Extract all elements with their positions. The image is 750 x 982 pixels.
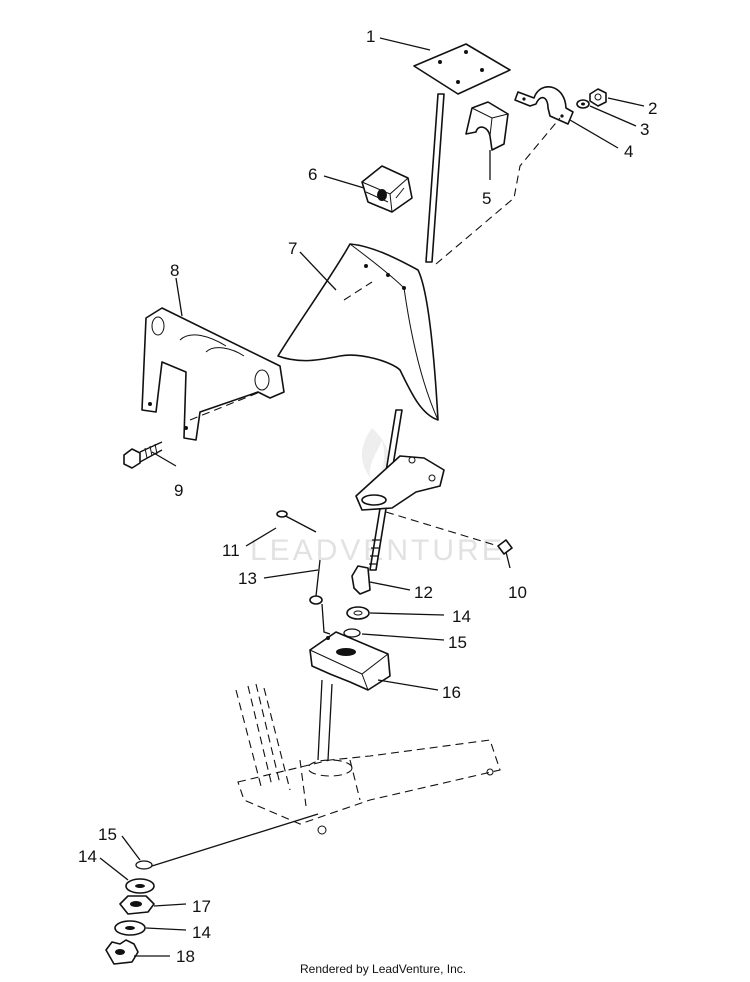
callout-12: 12 bbox=[414, 583, 433, 602]
callout-14-lower-a: 14 bbox=[78, 847, 97, 866]
support-block-part-16 bbox=[309, 631, 391, 691]
callout-10: 10 bbox=[508, 583, 527, 602]
bracket-part-8 bbox=[141, 307, 285, 441]
ring-part-15-upper bbox=[343, 628, 361, 638]
pin-part-13 bbox=[309, 559, 323, 605]
nut-part-17 bbox=[119, 895, 155, 915]
callout-17: 17 bbox=[192, 897, 211, 916]
column-cover bbox=[277, 243, 439, 421]
callout-15-upper: 15 bbox=[448, 633, 467, 652]
castle-nut-part-18 bbox=[105, 939, 139, 965]
flame-logo-icon bbox=[361, 428, 389, 480]
mounting-plate bbox=[355, 455, 445, 511]
clamp-part-4 bbox=[514, 86, 574, 125]
callout-6: 6 bbox=[308, 165, 317, 184]
coupling-part-12 bbox=[351, 565, 371, 595]
callout-5: 5 bbox=[482, 189, 491, 208]
callout-11: 11 bbox=[222, 541, 240, 560]
ring-part-15-lower bbox=[135, 860, 153, 870]
leader-lines bbox=[99, 37, 645, 957]
callout-15-lower: 15 bbox=[98, 825, 117, 844]
callout-14-upper: 14 bbox=[452, 607, 471, 626]
washer-part-14-lower-a bbox=[125, 878, 155, 894]
callout-16: 16 bbox=[442, 683, 461, 702]
washer-part-14-upper bbox=[346, 606, 370, 620]
footer-credit: Rendered by LeadVenture, Inc. bbox=[300, 962, 467, 976]
clip-part-10 bbox=[497, 539, 513, 555]
callout-9: 9 bbox=[174, 481, 183, 500]
callout-8: 8 bbox=[170, 261, 179, 280]
callout-14-lower-b: 14 bbox=[192, 923, 211, 942]
callout-18: 18 bbox=[176, 947, 195, 966]
callout-3: 3 bbox=[640, 120, 649, 139]
lower-frame bbox=[235, 679, 501, 835]
grommet-part-6 bbox=[361, 165, 413, 213]
callout-13: 13 bbox=[238, 569, 257, 588]
bushing-part-5 bbox=[465, 101, 509, 151]
washer-part-3 bbox=[576, 99, 590, 109]
callout-4: 4 bbox=[624, 142, 633, 161]
washer-part-14-lower-b bbox=[114, 920, 146, 936]
callout-2: 2 bbox=[648, 99, 657, 118]
bolt-part-9 bbox=[123, 441, 163, 469]
callout-7: 7 bbox=[288, 239, 297, 258]
pin-part-11 bbox=[276, 510, 317, 533]
nut-part-2 bbox=[589, 88, 607, 107]
callout-1: 1 bbox=[366, 27, 375, 46]
callouts: 1 2 3 4 5 6 7 8 9 10 11 13 12 14 15 16 1… bbox=[78, 27, 657, 966]
